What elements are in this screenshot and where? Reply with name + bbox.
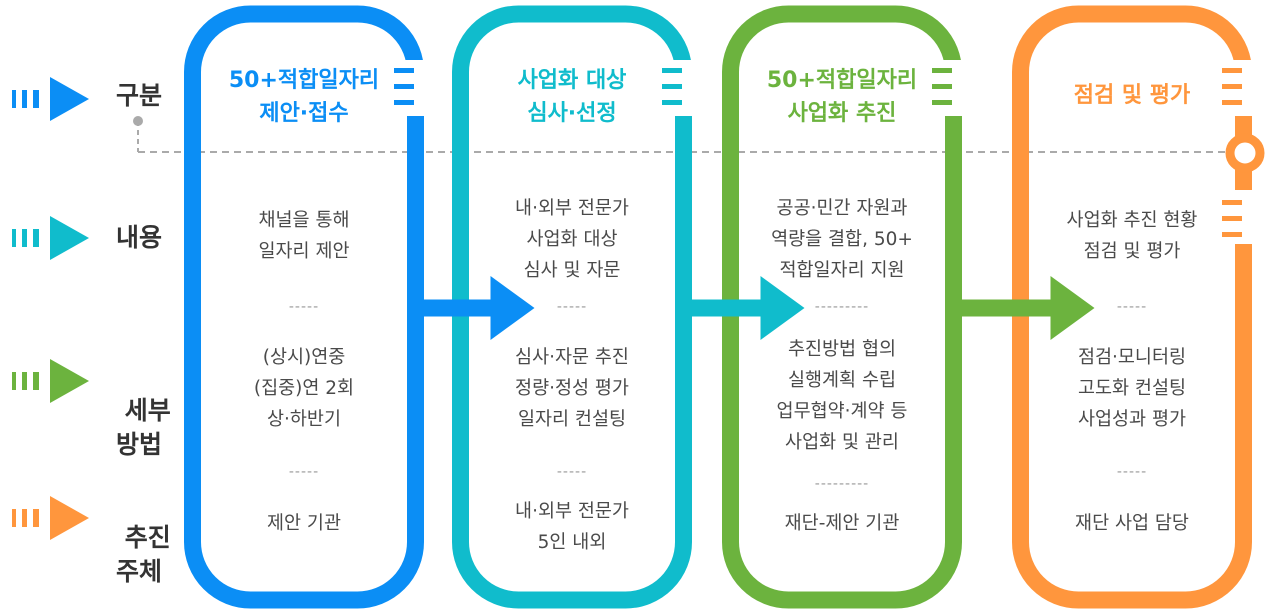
row-marker-bar [12, 90, 16, 108]
row-marker-bar [33, 372, 39, 390]
col2-actor: 내·외부 전문가 5인 내외 [515, 501, 629, 553]
col2-title: 사업화 대상 심사·선정 [517, 68, 627, 126]
frame-stripe-icon [662, 100, 682, 105]
col3-separator-2: --------- [814, 476, 870, 492]
row-marker-triangle [50, 496, 89, 540]
row-divider-dot [133, 116, 143, 126]
row-marker-bar [33, 509, 39, 527]
col4-content: 사업화 추진 현황 점검 및 평가 [1066, 210, 1198, 262]
connector-line [407, 299, 501, 470]
col2-separator-2: ----- [556, 464, 588, 480]
col1-method: (상시)연중 (집중)연 2회 상·하반기 [253, 347, 355, 430]
row-label-category: 구분 [105, 79, 173, 113]
frame-stripe-icon [394, 84, 414, 89]
connector-arrow-3 [945, 276, 1095, 470]
row-label-actor: 추진 주체 [105, 487, 173, 589]
row-marker-bar [12, 229, 16, 247]
col4-title: 점검 및 평가 [1073, 83, 1191, 108]
col1-separator-2: ----- [288, 464, 320, 480]
frame-stripe-icon [1222, 68, 1242, 73]
col2-content: 내·외부 전문가 사업화 대상 심사 및 자문 [515, 198, 629, 281]
frame-stripe-icon [1222, 232, 1242, 237]
col4-separator-1: ----- [1116, 299, 1148, 315]
frame-stripe-icon [932, 100, 952, 105]
row-marker-bar [33, 90, 39, 108]
frame-stripe-icon [932, 68, 952, 73]
row-marker-triangle [50, 216, 89, 260]
row-marker-arrow-icon [12, 216, 89, 260]
row-marker-bar [22, 372, 27, 390]
frame-stripe-icon [394, 100, 414, 105]
row-markers [12, 77, 89, 540]
frame-stripe-icon [662, 84, 682, 89]
frame-stripe-icon [394, 68, 414, 73]
connector-arrowhead-icon [1050, 276, 1095, 340]
frame-stripe-icon [1222, 84, 1242, 89]
col3-method: 추진방법 협의 실행계획 수립 업무협약·계약 등 사업화 및 관리 [776, 339, 908, 453]
col2-separator-1: ----- [556, 299, 588, 315]
row-marker-bar [12, 372, 16, 390]
col3-actor: 재단-제안 기관 [784, 513, 900, 534]
connector-arrowhead-icon [760, 276, 805, 340]
frame-stripe-icon [1222, 200, 1242, 205]
connector-arrowhead-icon [490, 276, 535, 340]
row-marker-arrow-icon [12, 496, 89, 540]
col4-method: 점검·모니터링 고도화 컨설팅 사업성과 평가 [1077, 347, 1186, 430]
col1-actor: 제안 기관 [267, 513, 341, 534]
col3-title: 50+적합일자리 사업화 추진 [766, 68, 918, 126]
row-label-content-text: 내용 [115, 223, 162, 252]
row-label-method: 세부 방법 [105, 360, 173, 462]
frame-stripe-icon [932, 84, 952, 89]
column-frames [184, 5, 1256, 609]
row-marker-bar [22, 90, 27, 108]
row-label-method-text: 세부 방법 [115, 396, 171, 459]
connector-line [945, 299, 1061, 470]
end-ring-icon [1225, 133, 1265, 173]
row-marker-arrow-icon [12, 77, 89, 121]
row-label-content: 내용 [105, 221, 173, 255]
frame-stripe-icon [662, 68, 682, 73]
frame-stripe-icon [1222, 100, 1242, 105]
col1-title: 50+적합일자리 제안·접수 [228, 68, 380, 126]
row-marker-triangle [50, 359, 89, 403]
frame-stripe-icon [1222, 216, 1242, 221]
row-marker-arrow-icon [12, 359, 89, 403]
col2-method: 심사·자문 추진 정량·정성 평가 일자리 컨설팅 [515, 347, 629, 430]
row-marker-bar [22, 509, 27, 527]
connector-line [675, 299, 771, 470]
row-label-actor-text: 추진 주체 [115, 523, 171, 586]
row-marker-triangle [50, 77, 89, 121]
row-marker-bar [33, 229, 39, 247]
col1-separator-1: ----- [288, 299, 320, 315]
row-label-category-text: 구분 [115, 81, 162, 110]
col3-content: 공공·민간 자원과 역량을 결합, 50+ 적합일자리 지원 [771, 198, 913, 281]
connector-arrow-2 [675, 276, 805, 470]
col3-separator-1: --------- [814, 299, 870, 315]
row-marker-bar [12, 509, 16, 527]
col4-actor: 재단 사업 담당 [1075, 513, 1189, 534]
col4-separator-2: ----- [1116, 464, 1148, 480]
row-marker-bar [22, 229, 27, 247]
connector-arrow-1 [407, 276, 535, 470]
col1-content: 채널을 통해 일자리 제안 [258, 210, 350, 262]
